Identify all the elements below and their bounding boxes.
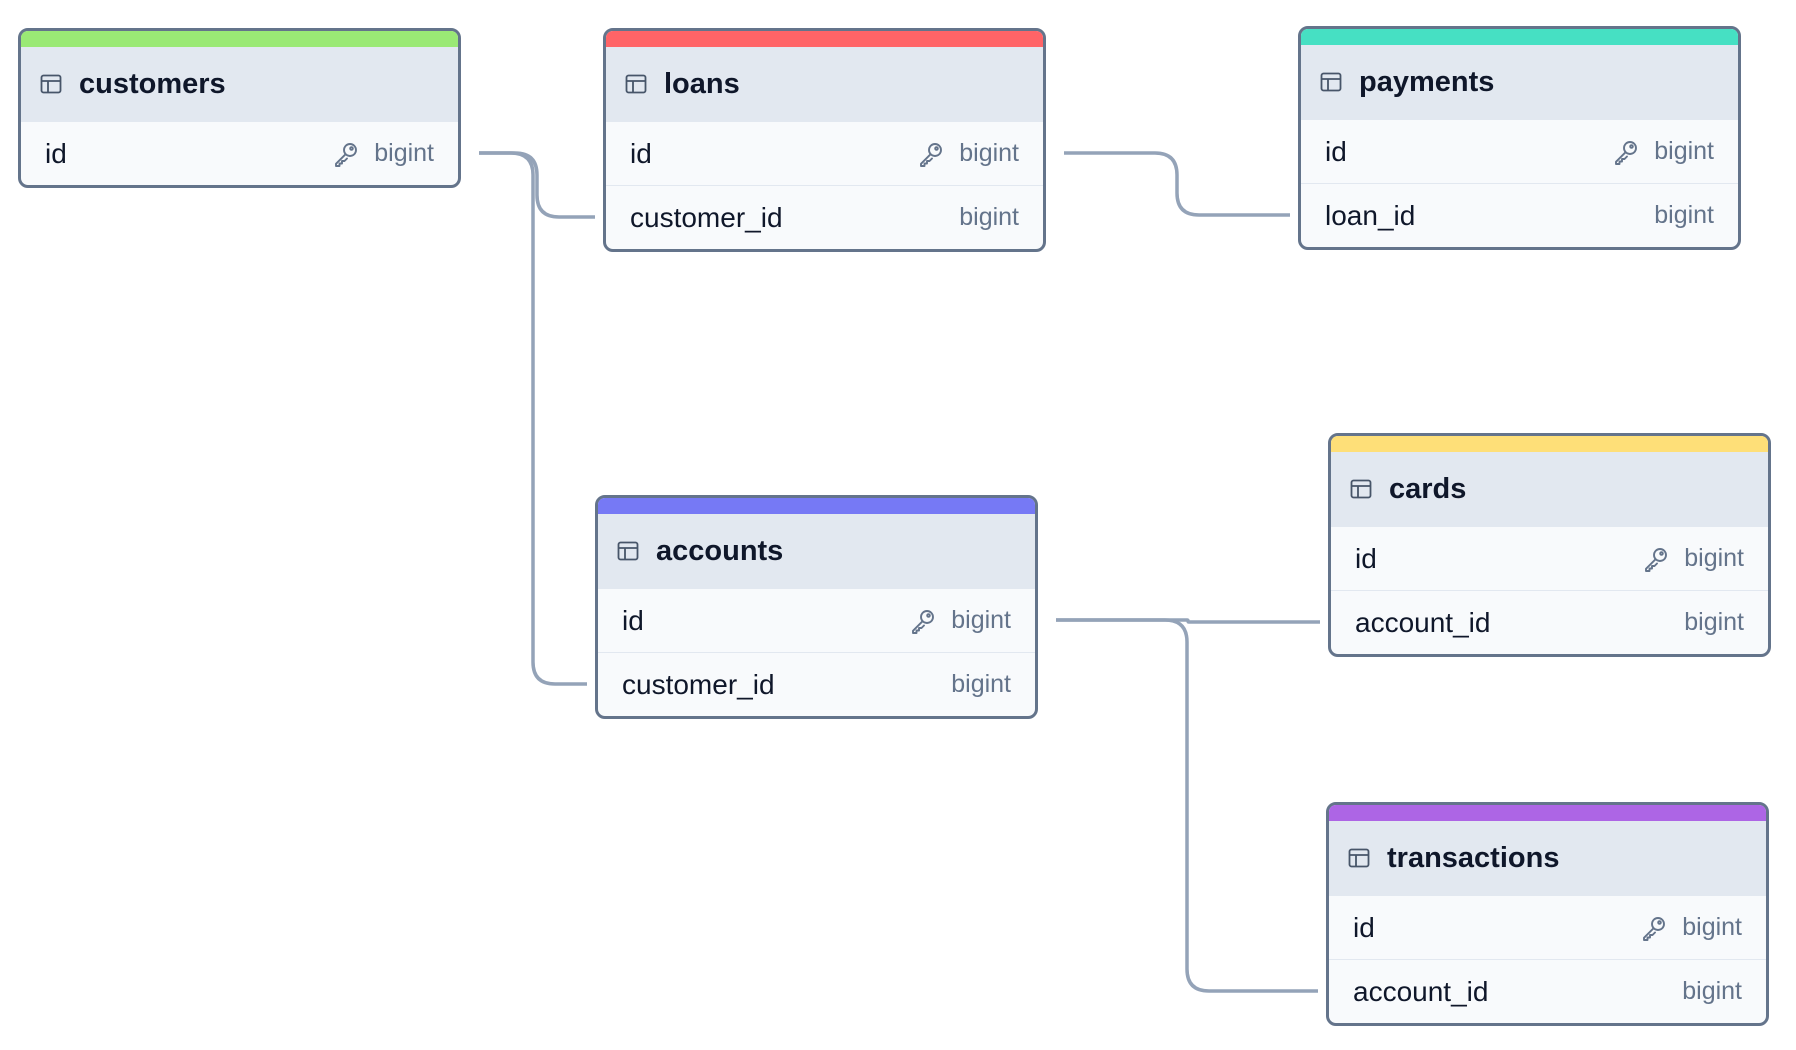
column-type: bigint [951,670,1011,698]
column-name: id [1355,542,1377,574]
table-node-customers[interactable]: customers id bigint [18,28,461,188]
table-name: payments [1359,65,1495,98]
column-row-id[interactable]: id bigint [1301,119,1738,183]
column-row-customer-id[interactable]: customer_id bigint [598,652,1035,716]
column-row-id[interactable]: id bigint [21,121,458,185]
column-name: loan_id [1325,199,1416,231]
column-name: id [45,137,67,169]
table-icon [39,72,63,96]
column-name: customer_id [622,668,775,700]
column-type: bigint [1682,913,1742,941]
key-icon [332,140,360,168]
column-name: account_id [1353,975,1489,1007]
relationship-line-customers-loans[interactable] [479,151,595,219]
column-row-account-id[interactable]: account_id bigint [1329,959,1766,1023]
table-name: cards [1389,472,1467,505]
table-color-stripe [21,31,458,47]
key-icon [1642,545,1670,573]
key-icon [1612,138,1640,166]
relationship-line-loans-payments[interactable] [1064,151,1290,217]
column-row-account-id[interactable]: account_id bigint [1331,590,1768,654]
column-type: bigint [1654,137,1714,165]
column-row-id[interactable]: id bigint [606,121,1043,185]
table-color-stripe [606,31,1043,47]
column-name: customer_id [630,201,783,233]
column-type: bigint [1654,201,1714,229]
column-type: bigint [951,606,1011,634]
table-name: loans [664,67,740,100]
column-row-id[interactable]: id bigint [598,588,1035,652]
table-icon [1349,477,1373,501]
table-node-cards[interactable]: cards id bigint account_id bigint [1328,433,1771,657]
table-node-accounts[interactable]: accounts id bigint customer_id bigint [595,495,1038,719]
column-type: bigint [1684,608,1744,636]
table-name: accounts [656,534,784,567]
column-row-id[interactable]: id bigint [1331,526,1768,590]
table-icon [1319,70,1343,94]
table-node-transactions[interactable]: transactions id bigint account_id bigint [1326,802,1769,1026]
relationship-line-accounts-transactions[interactable] [1056,618,1318,993]
column-type: bigint [1684,544,1744,572]
column-type: bigint [959,139,1019,167]
column-name: id [622,604,644,636]
table-header[interactable]: loans [606,47,1043,121]
column-type: bigint [374,139,434,167]
table-color-stripe [1301,29,1738,45]
table-name: customers [79,67,226,100]
key-icon [1640,914,1668,942]
table-header[interactable]: payments [1301,45,1738,119]
key-icon [909,607,937,635]
key-icon [917,140,945,168]
column-name: account_id [1355,606,1491,638]
column-name: id [1325,135,1347,167]
table-node-payments[interactable]: payments id bigint loan_id bigint [1298,26,1741,250]
table-icon [624,72,648,96]
table-header[interactable]: cards [1331,452,1768,526]
column-type: bigint [959,203,1019,231]
table-color-stripe [1329,805,1766,821]
column-type: bigint [1682,977,1742,1005]
column-row-id[interactable]: id bigint [1329,895,1766,959]
column-row-loan-id[interactable]: loan_id bigint [1301,183,1738,247]
table-name: transactions [1387,841,1560,874]
table-header[interactable]: accounts [598,514,1035,588]
relationship-line-accounts-cards[interactable] [1056,618,1320,624]
table-header[interactable]: transactions [1329,821,1766,895]
table-header[interactable]: customers [21,47,458,121]
column-row-customer-id[interactable]: customer_id bigint [606,185,1043,249]
table-icon [1347,846,1371,870]
column-name: id [630,137,652,169]
table-icon [616,539,640,563]
column-name: id [1353,911,1375,943]
table-color-stripe [598,498,1035,514]
table-node-loans[interactable]: loans id bigint customer_id bigint [603,28,1046,252]
table-color-stripe [1331,436,1768,452]
relationship-line-customers-accounts[interactable] [479,151,587,686]
